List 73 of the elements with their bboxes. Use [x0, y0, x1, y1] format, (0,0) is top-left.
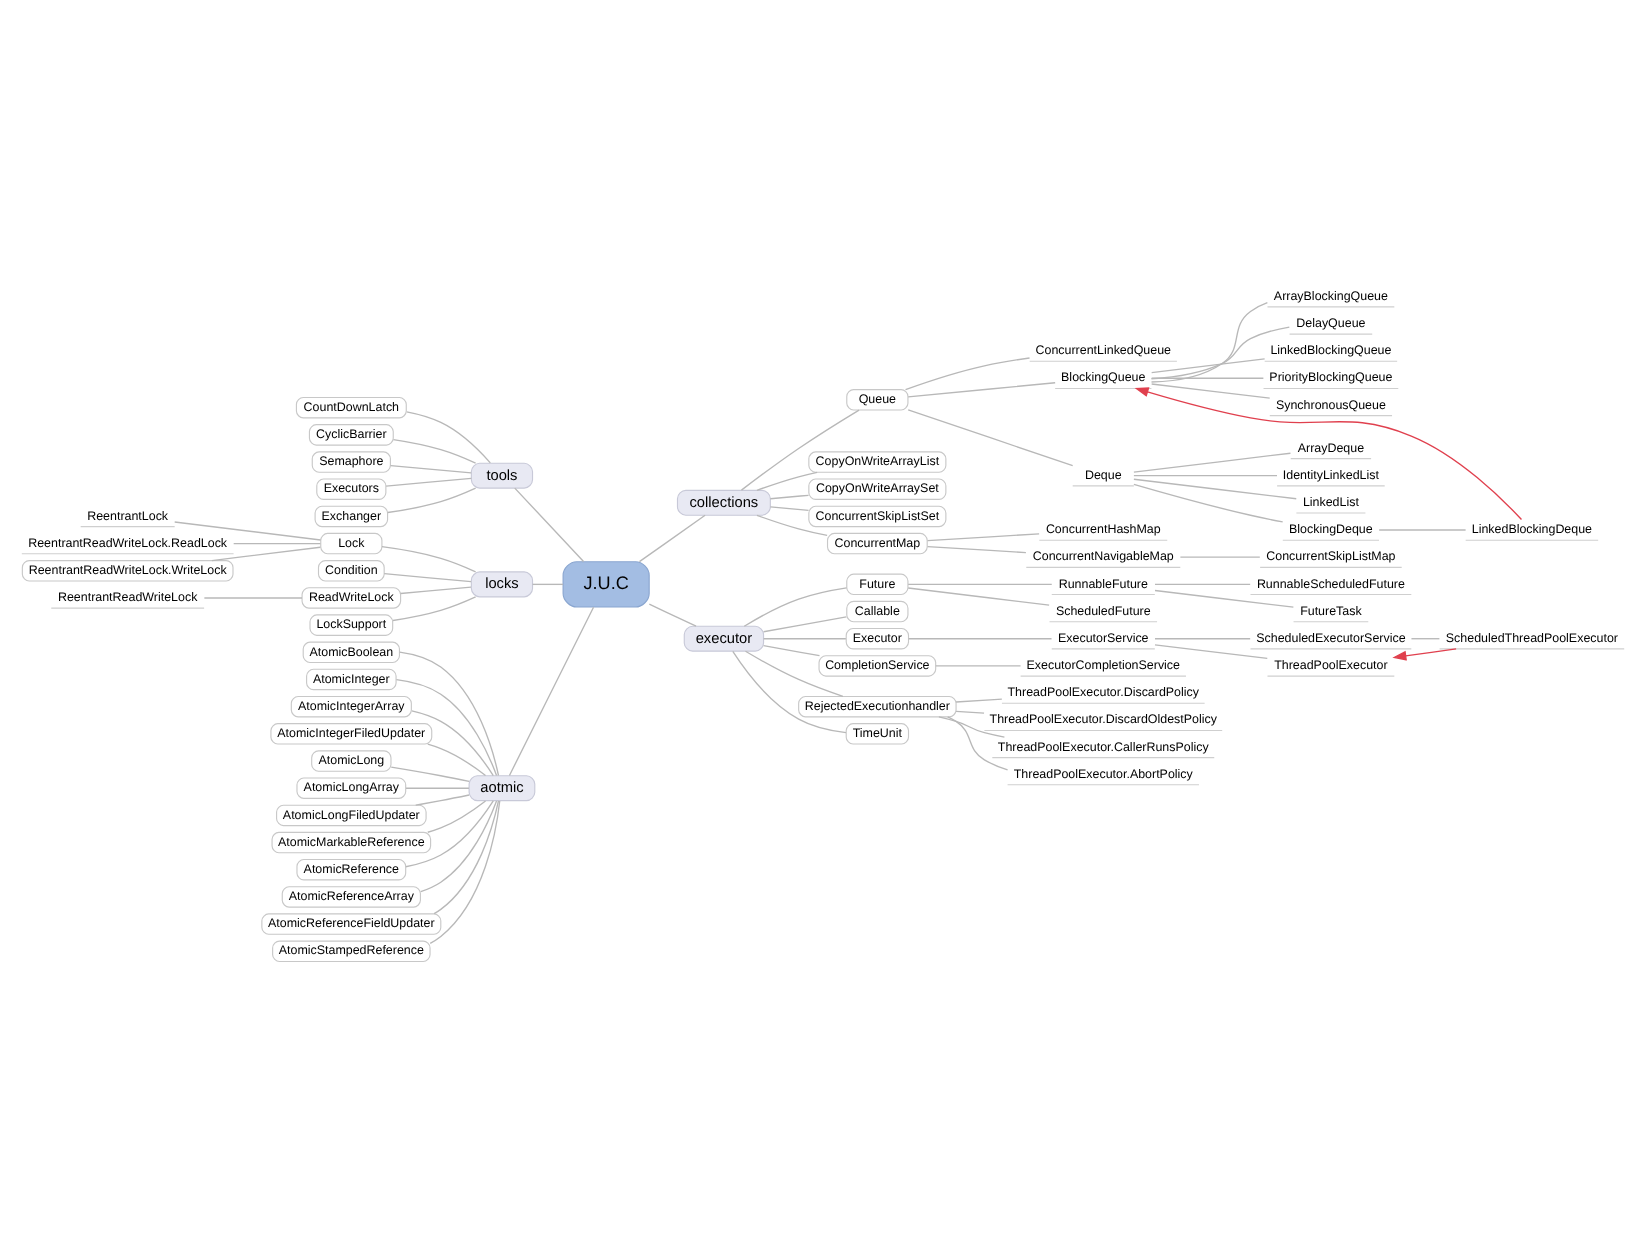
connector — [938, 715, 1006, 737]
connector — [762, 637, 847, 639]
connector — [405, 786, 470, 788]
connector — [756, 513, 828, 536]
connector — [907, 381, 1056, 397]
connector — [907, 582, 1053, 585]
connector — [955, 709, 985, 713]
connector — [392, 595, 477, 621]
connector — [638, 513, 706, 562]
connector — [1133, 482, 1284, 522]
connector — [1151, 382, 1271, 398]
connector — [387, 486, 477, 513]
connector — [935, 664, 1022, 666]
connector — [926, 532, 1040, 541]
connector — [1133, 451, 1292, 472]
connector — [420, 799, 498, 892]
connector — [740, 408, 860, 490]
connector — [907, 408, 1074, 466]
connector — [1179, 555, 1261, 557]
connector — [1151, 357, 1266, 373]
connector — [756, 470, 818, 490]
connector — [769, 493, 810, 499]
connector — [1150, 301, 1269, 382]
connector — [381, 545, 477, 572]
connector — [385, 476, 472, 486]
connector — [1378, 528, 1467, 530]
connector — [1133, 473, 1278, 476]
connector — [508, 605, 595, 776]
connector — [405, 799, 494, 867]
connector — [907, 586, 1050, 605]
connector — [427, 799, 487, 832]
connector — [429, 799, 501, 943]
node-box: J.U.C — [562, 560, 650, 607]
connector — [514, 486, 585, 562]
connector — [392, 437, 477, 463]
connector — [406, 410, 491, 463]
connector — [947, 715, 1009, 770]
arrow — [1134, 386, 1523, 520]
connector — [411, 709, 494, 776]
connector — [399, 650, 500, 776]
connector — [762, 615, 847, 632]
connector — [762, 643, 821, 656]
connector — [904, 356, 1031, 390]
connector — [203, 596, 303, 598]
connector — [433, 799, 500, 914]
connector — [1154, 582, 1251, 585]
connector — [390, 765, 470, 782]
connector — [743, 586, 848, 626]
connector — [427, 742, 487, 776]
connector — [531, 582, 564, 585]
connector — [1151, 376, 1265, 378]
connector — [732, 649, 847, 733]
connector — [211, 545, 322, 561]
connector — [926, 544, 1027, 553]
connector — [955, 697, 1003, 702]
connector — [383, 572, 472, 582]
connector — [1154, 588, 1295, 607]
connector — [415, 793, 470, 805]
connector — [395, 678, 498, 776]
connector — [1154, 643, 1268, 659]
connector — [908, 637, 1053, 639]
connector — [174, 520, 322, 540]
connector — [1410, 637, 1441, 639]
connector — [648, 602, 697, 626]
connector — [1154, 637, 1251, 639]
connector — [1150, 325, 1290, 379]
connector — [233, 541, 321, 544]
connector — [744, 649, 844, 697]
connector — [769, 505, 810, 510]
connector — [399, 585, 472, 594]
arrow — [1392, 647, 1457, 660]
connector — [1133, 477, 1297, 499]
connector — [390, 463, 472, 473]
